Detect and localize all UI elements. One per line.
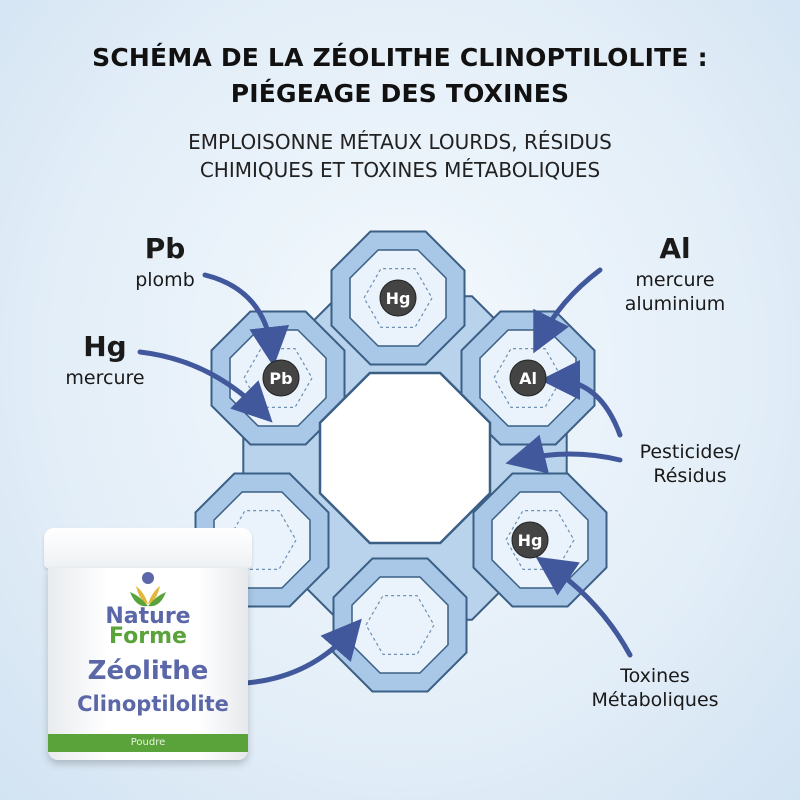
ion-circle [511, 521, 549, 559]
ion-bottom_right: Hg [511, 521, 549, 559]
cage-window [351, 576, 449, 674]
jar-lid [44, 528, 252, 568]
cage-inner-hexagon [363, 268, 433, 328]
ion-symbol: Al [519, 369, 537, 388]
toxines-line-1: Toxines [620, 665, 690, 687]
ion-symbol: Hg [386, 289, 411, 308]
brand-name-2: Forme [109, 624, 187, 649]
cage-inner-hexagon [505, 510, 575, 571]
product-name-1: Zéolithe [87, 656, 209, 686]
hg-name: mercure [65, 367, 145, 389]
ion-circle [379, 279, 417, 317]
ion-al: Al [509, 359, 547, 397]
title-line-2: PIÉGEAGE DES TOXINES [230, 79, 570, 108]
pesticides-label: Pesticides/Résidus [615, 440, 765, 488]
central-channel [318, 371, 492, 545]
page-title: SCHÉMA DE LA ZÉOLITHE CLINOPTILOLITE : PI… [0, 40, 800, 112]
jar-label: Nature Forme Zéolithe Clinoptilolite Pou… [48, 568, 248, 760]
cage-inner-hexagon [227, 510, 297, 571]
arrow-pesticides-2 [505, 434, 623, 474]
ion-symbol: Hg [518, 531, 543, 550]
ion-pb: Pb [262, 359, 300, 397]
cage-inner-hexagon [243, 348, 313, 408]
brand-logo-icon [130, 572, 166, 607]
arrow-pb [202, 272, 290, 367]
product-band: Poudre [48, 734, 248, 752]
ion-top: Hg [379, 279, 417, 317]
pb-symbol: Pb [144, 232, 186, 265]
arrow-al [533, 267, 603, 354]
ion-symbol: Pb [269, 369, 292, 388]
pesticides-line-2: Résidus [653, 465, 727, 487]
al-symbol: Al [659, 232, 691, 265]
cage-inner-hexagon [365, 594, 435, 656]
arrow-hg [137, 349, 273, 423]
subtitle-line-2: CHIMIQUES ET TOXINES MÉTABOLIQUES [199, 158, 601, 182]
al-name-line-1: mercure [635, 269, 715, 291]
product-name-2: Clinoptilolite [77, 692, 229, 716]
pesticides-line-1: Pesticides/ [639, 441, 741, 463]
product-jar: Nature Forme Zéolithe Clinoptilolite Pou… [44, 528, 252, 764]
arrow-pesticides-1 [540, 360, 623, 438]
ion-circle [509, 359, 547, 397]
subtitle-line-1: EMPLOISONNE MÉTAUX LOURDS, RÉSIDUS [188, 130, 612, 154]
arrow-toxines [535, 556, 633, 658]
toxines-line-2: Métaboliques [591, 689, 719, 711]
hg-symbol: Hg [83, 330, 127, 363]
pb-name: plomb [135, 269, 195, 291]
al-name-line-2: aluminium [624, 293, 726, 315]
title-line-1: SCHÉMA DE LA ZÉOLITHE CLINOPTILOLITE : [92, 43, 708, 72]
ion-circle [262, 359, 300, 397]
brand-name-1: Nature [105, 604, 191, 629]
subtitle: EMPLOISONNE MÉTAUX LOURDS, RÉSIDUS CHIMIQ… [0, 128, 800, 184]
